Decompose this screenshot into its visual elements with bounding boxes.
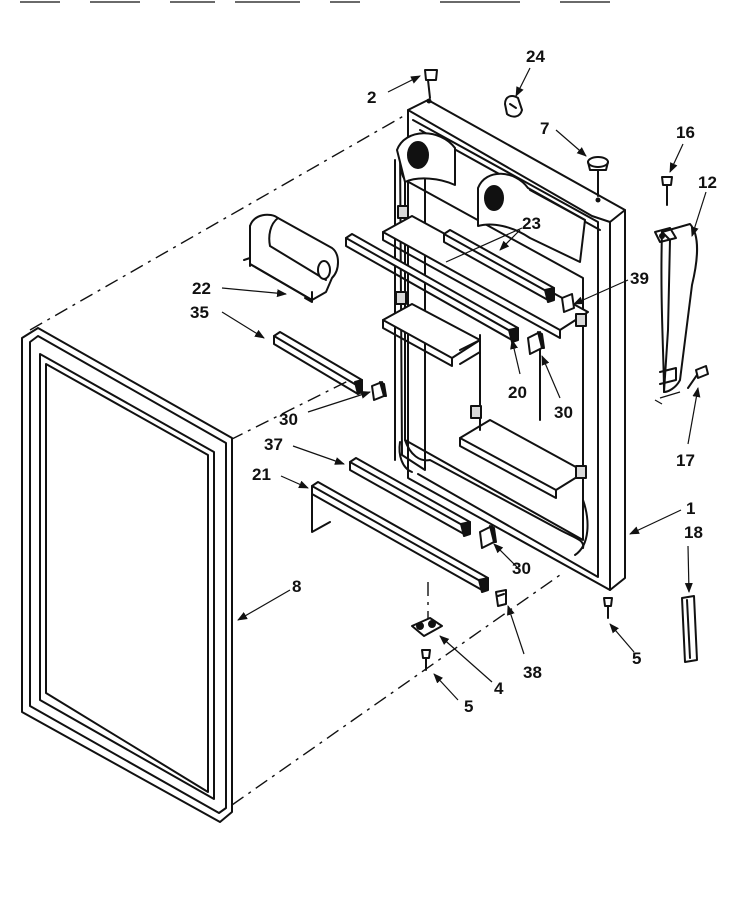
- callout-5-left: 5: [464, 697, 473, 716]
- callout-12: 12: [698, 173, 717, 192]
- door-assembly: [382, 99, 626, 591]
- callout-8: 8: [292, 577, 301, 596]
- screw-part-17: [687, 365, 709, 389]
- callout-7: 7: [540, 119, 549, 138]
- callout-22: 22: [192, 279, 211, 298]
- shelf-clip-part-30-c: [479, 525, 497, 549]
- callout-20: 20: [508, 383, 527, 402]
- leader-lines: [221, 67, 707, 701]
- callout-24: 24: [526, 47, 545, 66]
- phantom-lines: [29, 101, 561, 806]
- shelf-clip-part-30-a: [371, 381, 387, 401]
- clip-part-24: [504, 95, 523, 118]
- door-gasket: [21, 327, 233, 823]
- clip-part-39: [561, 293, 575, 313]
- screw-part-16: [661, 176, 673, 206]
- clip-part-38: [495, 589, 507, 607]
- callout-5-right: 5: [632, 649, 641, 668]
- callout-4: 4: [494, 679, 504, 698]
- callout-1: 1: [686, 499, 695, 518]
- callout-2: 2: [367, 88, 376, 107]
- shelf-rail-part-37: [349, 457, 471, 537]
- shelf-rail-part-21: [311, 481, 489, 593]
- callout-30-right: 30: [554, 403, 573, 422]
- shelf-rail-part-20: [345, 233, 519, 343]
- hinge-part-4: [411, 617, 443, 637]
- callout-17: 17: [676, 451, 695, 470]
- shelf-clip-part-30-b: [527, 331, 545, 355]
- door-handle: [654, 223, 698, 405]
- callout-37: 37: [264, 435, 283, 454]
- cap-plug-part: [424, 69, 438, 104]
- callout-21: 21: [252, 465, 271, 484]
- callout-39: 39: [630, 269, 649, 288]
- callout-18: 18: [684, 523, 703, 542]
- callout-23: 23: [522, 214, 541, 233]
- shelf-rail-part-35: [273, 331, 363, 395]
- shelf-rail-part-23: [443, 229, 555, 303]
- callout-16: 16: [676, 123, 695, 142]
- callout-30-bottom: 30: [512, 559, 531, 578]
- callout-38: 38: [523, 663, 542, 682]
- handle-insert-part-18: [681, 595, 698, 663]
- dairy-door-part-22: [243, 213, 339, 303]
- screw-part-5-lower-left: [421, 649, 431, 671]
- callout-35: 35: [190, 303, 209, 322]
- callout-labels: 1 2 4 5 5 7 8 12 16 17 18 20 21 22 23 24…: [190, 47, 717, 716]
- callout-30-left: 30: [279, 410, 298, 429]
- plug-part-7: [587, 156, 609, 203]
- screw-part-5-right: [603, 597, 613, 619]
